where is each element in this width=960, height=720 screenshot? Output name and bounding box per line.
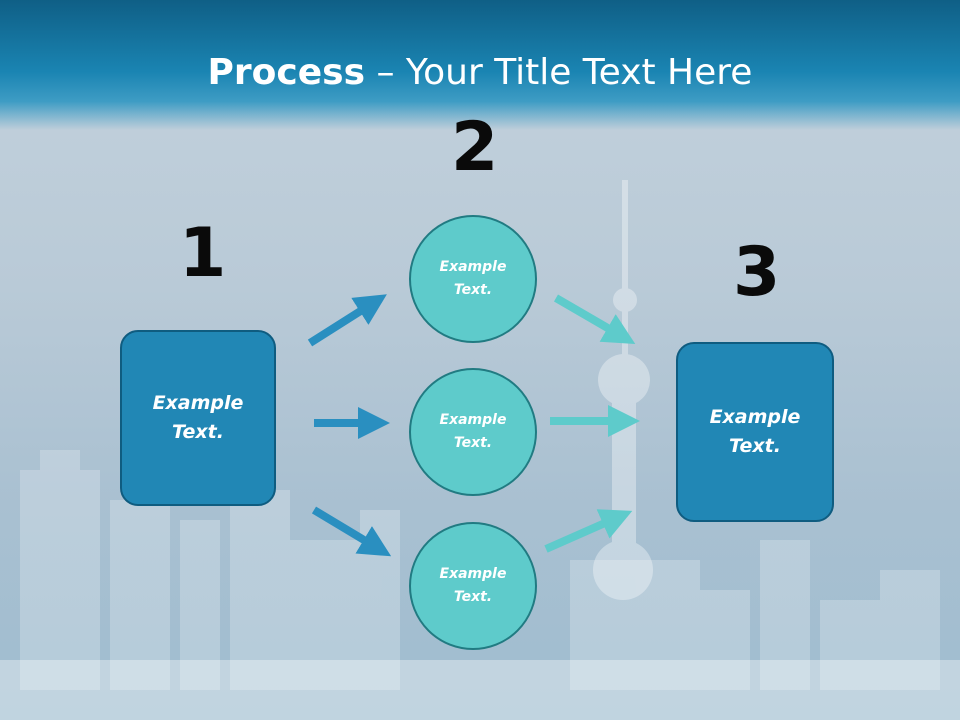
step-2-circle-bottom: Example Text. xyxy=(409,522,537,650)
arrow-1-to-circle-top xyxy=(307,294,387,347)
step-number-1: 1 xyxy=(179,214,227,293)
step-1-box: Example Text. xyxy=(120,330,276,506)
step-1-text: Example Text. xyxy=(152,392,244,443)
header-bar xyxy=(0,0,960,130)
arrow-circle-top-to-3 xyxy=(553,294,636,345)
step-3-box: Example Text. xyxy=(676,342,834,522)
slide-title: Process – Your Title Text Here xyxy=(0,52,960,93)
title-bold: Process xyxy=(207,52,366,93)
circle-top-text: Example Text. xyxy=(439,259,507,298)
title-rest: – Your Title Text Here xyxy=(365,52,753,93)
step-3-text: Example Text. xyxy=(709,406,801,457)
circle-middle-text: Example Text. xyxy=(439,412,507,451)
step-number-2: 2 xyxy=(451,108,499,187)
arrow-circle-bottom-to-3 xyxy=(544,509,633,553)
arrow-1-to-circle-bottom xyxy=(311,506,392,557)
step-number-3: 3 xyxy=(733,233,781,312)
circle-bottom-text: Example Text. xyxy=(439,566,507,605)
step-2-circle-middle: Example Text. xyxy=(409,368,537,496)
step-2-circle-top: Example Text. xyxy=(409,215,537,343)
